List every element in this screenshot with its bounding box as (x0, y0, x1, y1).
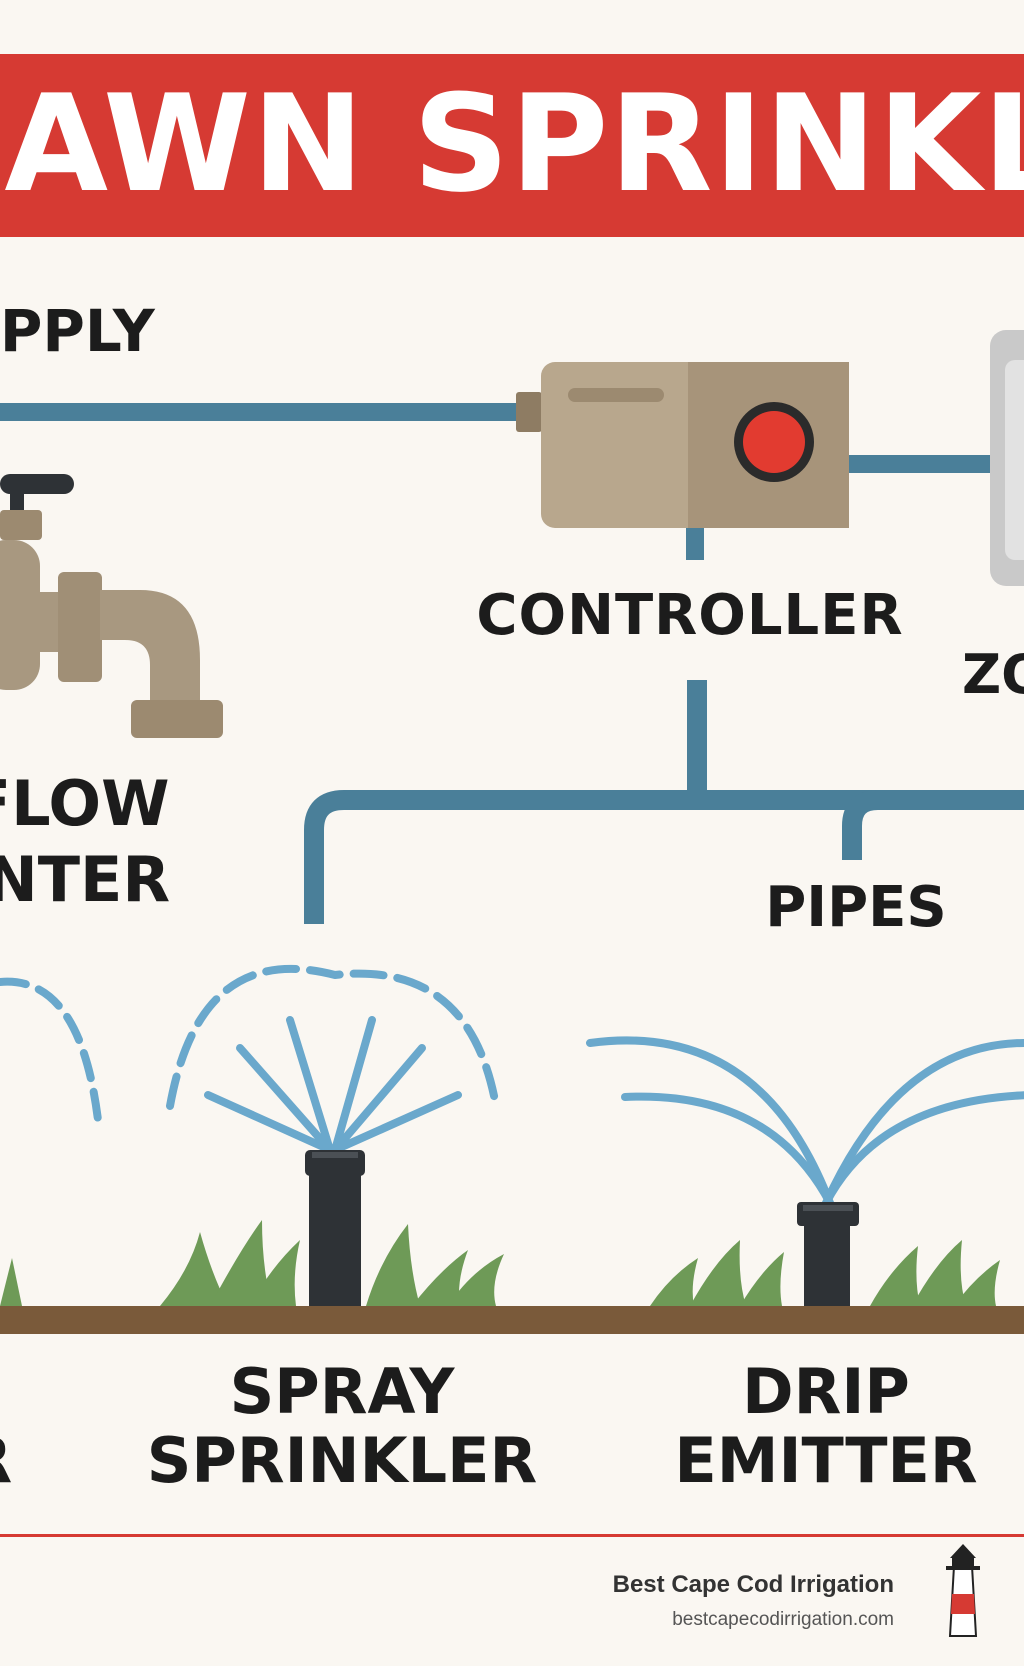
footer-url[interactable]: bestcapecodirrigation.com (672, 1609, 894, 1630)
controller-box-icon (516, 362, 849, 528)
label-zone: ZONE (962, 643, 1024, 706)
title-banner (0, 54, 1024, 237)
zone-valve-icon (990, 330, 1024, 586)
label-drip-line2: EMITTER (674, 1424, 978, 1497)
page-title: LAWN SPRINKLER SYSTEM (0, 66, 1024, 222)
grass-icon (0, 1220, 1000, 1306)
title-banner-text-wrap: LAWN SPRINKLER SYSTEM (0, 54, 1024, 237)
label-backflow-line1: BACKFLOW (0, 767, 170, 840)
footer-brand: Best Cape Cod Irrigation (612, 1571, 894, 1598)
label-backflow-line2: PREVENTER (0, 843, 171, 916)
label-pipes: PIPES (765, 875, 947, 940)
spray-sprinkler-icon (166, 964, 500, 1308)
distribution-pipes (304, 680, 1024, 924)
supply-pipe (0, 403, 1000, 560)
soil-line (0, 1306, 1024, 1334)
label-rotor: ROTOR (0, 1430, 12, 1492)
label-spray-line2: SPRINKLER (146, 1424, 538, 1497)
lighthouse-icon (946, 1544, 980, 1637)
drip-emitter-icon (586, 1036, 1024, 1312)
label-drip-line1: DRIP (742, 1355, 910, 1428)
rotor-spray-icon (0, 977, 102, 1124)
label-supply: SUPPLY (0, 297, 155, 365)
footer-divider (0, 1534, 1024, 1537)
label-spray-line1: SPRAY (229, 1355, 455, 1428)
faucet-icon (0, 474, 223, 738)
label-controller: CONTROLLER (476, 583, 904, 648)
